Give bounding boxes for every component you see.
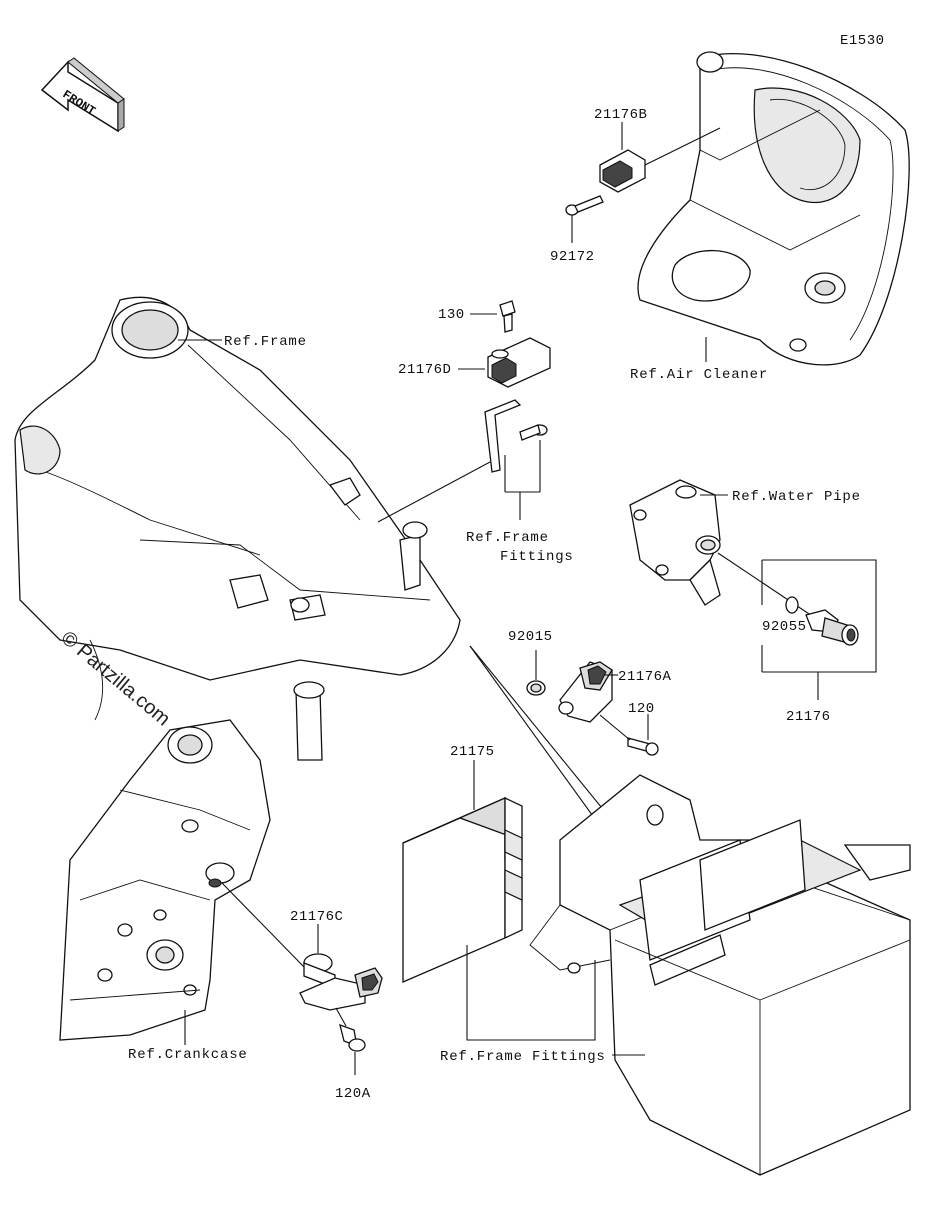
temp-sensor-icon — [805, 609, 859, 646]
label-21176: 21176 — [786, 709, 831, 725]
ref-water-pipe: Ref.Water Pipe — [732, 489, 861, 505]
o-ring-92055-icon — [785, 596, 799, 614]
label-92055: 92055 — [762, 619, 807, 635]
ecu-21175-illustration — [402, 796, 523, 983]
label-21176c: 21176C — [290, 909, 343, 925]
bracket-icon — [484, 399, 548, 473]
battery-case-illustration — [529, 774, 911, 1176]
label-120: 120 — [628, 701, 655, 717]
ref-frame: Ref.Frame — [224, 334, 307, 350]
air-cleaner-illustration — [637, 51, 910, 366]
sensor-21176b-icon — [599, 127, 721, 193]
frame-illustration — [14, 296, 461, 761]
ref-frame-fittings-line2: Fittings — [500, 549, 574, 565]
label-21176b: 21176B — [594, 107, 647, 123]
sensor-21176d-icon — [487, 337, 551, 388]
bolt-120a-icon — [339, 1023, 366, 1052]
front-arrow-icon: FRONT — [40, 57, 125, 133]
screw-120-icon — [627, 737, 659, 756]
crankcase-illustration — [59, 719, 271, 1041]
label-120a: 120A — [335, 1086, 371, 1102]
water-pipe-illustration — [629, 479, 721, 606]
label-21175: 21175 — [450, 744, 495, 760]
label-21176a: 21176A — [618, 669, 672, 685]
diagram-code: E1530 — [840, 33, 885, 49]
bolt-130-icon — [499, 300, 516, 333]
screw-92172-icon — [565, 195, 604, 216]
label-92172: 92172 — [550, 249, 595, 265]
collar-92015-icon — [526, 680, 546, 696]
label-21176d: 21176D — [398, 362, 451, 378]
label-92015: 92015 — [508, 629, 553, 645]
sensor-21176c-icon — [299, 953, 383, 1011]
sensor-21176a-icon — [558, 661, 613, 723]
ref-frame-fittings-line1: Ref.Frame — [466, 530, 549, 546]
ref-air-cleaner: Ref.Air Cleaner — [630, 367, 768, 383]
label-130: 130 — [438, 307, 465, 323]
ref-frame-fittings-bottom: Ref.Frame Fittings — [440, 1049, 606, 1065]
ref-crankcase: Ref.Crankcase — [128, 1047, 248, 1063]
